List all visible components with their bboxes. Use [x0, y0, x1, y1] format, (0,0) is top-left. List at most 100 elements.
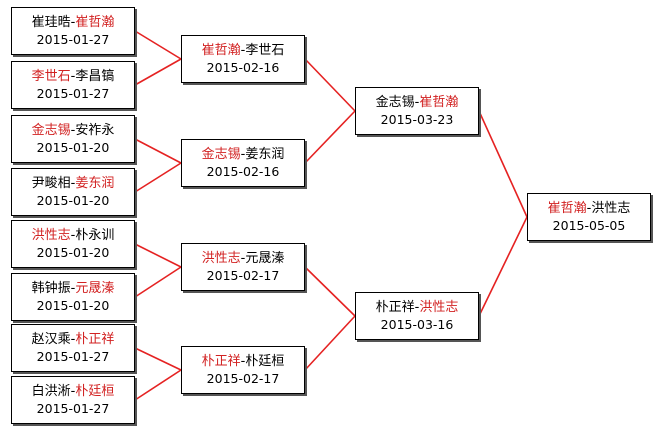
connector-r2m3-r3m2 — [304, 266, 356, 317]
connector-r1m1-r2m1 — [134, 30, 182, 60]
player-separator: - — [70, 281, 76, 296]
match-date: 2015-01-27 — [36, 32, 110, 47]
player-separator: - — [70, 228, 76, 243]
connector-r3m1-final — [478, 110, 528, 218]
player-1-name: 赵汉乘 — [31, 332, 71, 347]
player-1-name: 金志锡 — [201, 147, 241, 162]
player-2-name: 朴廷桓 — [245, 354, 285, 369]
match-date: 2015-03-23 — [380, 112, 454, 127]
player-separator: - — [240, 251, 246, 266]
connector-r3m2-final — [478, 216, 528, 317]
match-date: 2015-03-16 — [380, 317, 454, 332]
player-1-name: 朴正祥 — [375, 300, 415, 315]
match-date: 2015-05-05 — [552, 218, 626, 233]
match-date: 2015-01-27 — [36, 86, 110, 101]
match-players: 金志锡-崔哲瀚 — [376, 94, 459, 111]
match-players: 崔哲瀚-洪性志 — [548, 200, 631, 217]
connector-r1m6-r2m3 — [134, 266, 182, 298]
player-separator: - — [240, 43, 246, 58]
connector-r1m8-r2m4 — [134, 369, 182, 401]
match-date: 2015-01-27 — [36, 401, 110, 416]
player-2-name: 洪性志 — [419, 300, 459, 315]
player-2-name: 洪性志 — [591, 201, 631, 216]
player-2-name: 元晟溱 — [75, 281, 115, 296]
match-date: 2015-01-20 — [36, 193, 110, 208]
match-players: 韩钟振-元晟溱 — [32, 280, 115, 297]
connector-r1m2-r2m1 — [134, 58, 182, 86]
connector-r1m7-r2m4 — [134, 347, 182, 371]
match-players: 朴正祥-朴廷桓 — [202, 353, 285, 370]
player-1-name: 洪性志 — [31, 228, 71, 243]
match-players: 赵汉乘-朴正祥 — [32, 331, 115, 348]
match-date: 2015-01-20 — [36, 140, 110, 155]
connector-r2m1-r3m1 — [304, 58, 356, 112]
player-separator: - — [586, 201, 592, 216]
player-2-name: 李世石 — [245, 43, 285, 58]
player-1-name: 朴正祥 — [201, 354, 241, 369]
player-1-name: 金志锡 — [375, 95, 415, 110]
match-date: 2015-01-20 — [36, 245, 110, 260]
player-separator: - — [70, 332, 76, 347]
player-1-name: 李世石 — [31, 69, 71, 84]
match-players: 金志锡-安祚永 — [32, 122, 115, 139]
player-1-name: 崔珪晧 — [31, 15, 71, 30]
match-date: 2015-02-17 — [206, 268, 280, 283]
player-1-name: 崔哲瀚 — [547, 201, 587, 216]
match-players: 崔珪晧-崔哲瀚 — [32, 14, 115, 31]
match-players: 洪性志-元晟溱 — [202, 250, 285, 267]
player-2-name: 朴廷桓 — [75, 384, 115, 399]
player-separator: - — [70, 384, 76, 399]
player-2-name: 崔哲瀚 — [75, 15, 115, 30]
player-2-name: 姜东润 — [75, 176, 115, 191]
player-2-name: 安祚永 — [75, 123, 115, 138]
player-2-name: 崔哲瀚 — [419, 95, 459, 110]
match-date: 2015-02-16 — [206, 60, 280, 75]
match-players: 金志锡-姜东润 — [202, 146, 285, 163]
player-separator: - — [414, 300, 420, 315]
connector-r2m4-r3m2 — [304, 315, 356, 371]
player-2-name: 姜东润 — [245, 147, 285, 162]
match-players: 白洪淅-朴廷桓 — [32, 383, 115, 400]
connector-r1m4-r2m2 — [134, 162, 182, 193]
match-players: 朴正祥-洪性志 — [376, 299, 459, 316]
connector-r1m3-r2m2 — [134, 138, 182, 164]
player-2-name: 朴永训 — [75, 228, 115, 243]
match-date: 2015-02-16 — [206, 164, 280, 179]
match-date: 2015-01-27 — [36, 349, 110, 364]
player-separator: - — [240, 354, 246, 369]
player-1-name: 尹畯相 — [31, 176, 71, 191]
match-players: 洪性志-朴永训 — [32, 227, 115, 244]
player-separator: - — [70, 15, 76, 30]
match-players: 李世石-李昌镐 — [32, 68, 115, 85]
player-separator: - — [240, 147, 246, 162]
connector-r1m5-r2m3 — [134, 243, 182, 268]
player-1-name: 韩钟振 — [31, 281, 71, 296]
match-players: 崔哲瀚-李世石 — [202, 42, 285, 59]
player-2-name: 元晟溱 — [245, 251, 285, 266]
player-separator: - — [414, 95, 420, 110]
match-date: 2015-01-20 — [36, 298, 110, 313]
player-1-name: 白洪淅 — [31, 384, 71, 399]
player-2-name: 朴正祥 — [75, 332, 115, 347]
player-2-name: 李昌镐 — [75, 69, 115, 84]
player-1-name: 金志锡 — [31, 123, 71, 138]
player-separator: - — [70, 123, 76, 138]
player-separator: - — [70, 69, 76, 84]
